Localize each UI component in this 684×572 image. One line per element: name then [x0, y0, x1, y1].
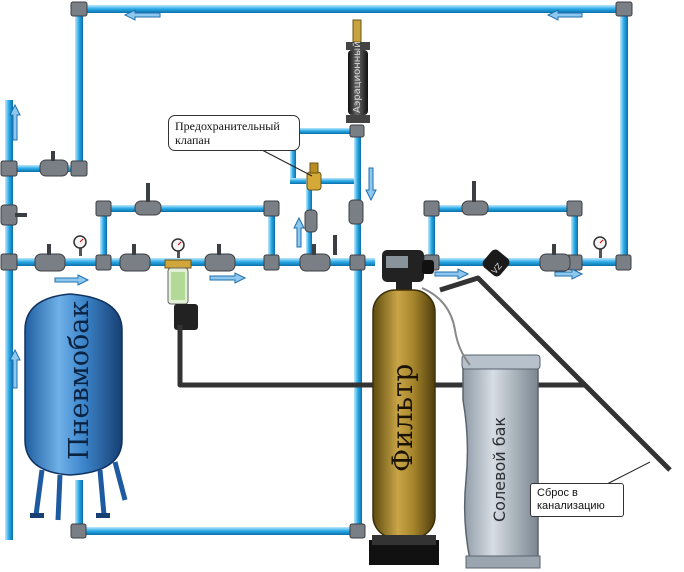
air-separator-label: Аэрационный: [352, 41, 363, 113]
brine-tank: [461, 354, 541, 569]
safety-valve-pointer: [261, 149, 313, 177]
arrow-down-icon: [365, 167, 377, 202]
pressure-tank: [24, 293, 128, 521]
pipe-fittings: [0, 1, 633, 539]
arrow-up-icon: [293, 216, 305, 248]
flow-meter: [482, 249, 510, 277]
air-separator: [346, 19, 370, 123]
arrow-right-icon: [209, 272, 247, 284]
drain-pointer: [604, 461, 651, 486]
arrow-right-icon: [54, 274, 90, 286]
pressure-gauge-left: [73, 235, 87, 256]
filter-label: Фильтр: [386, 363, 419, 472]
mechanical-filter: [164, 259, 198, 330]
pressure-gauge-filter: [171, 238, 185, 258]
flow-arrows: [9, 9, 584, 389]
arrow-up-icon: [9, 103, 21, 141]
arrow-right-icon: [554, 268, 584, 280]
valve-handles: [15, 151, 556, 255]
pressure-gauge-right: [593, 236, 607, 258]
pressure-tank-label: Пневмобак: [64, 300, 95, 460]
arrow-left-icon: [123, 9, 161, 21]
brine-line: [421, 287, 471, 366]
brine-tank-label: Солевой бак: [490, 416, 509, 522]
drain-callout: Сброс в канализацию: [530, 483, 624, 517]
safety-valve-callout: Предохранительный клапан: [168, 115, 300, 151]
arrow-right-icon: [434, 268, 470, 280]
filter-column: [369, 250, 439, 565]
safety-valve: [306, 162, 322, 191]
drain-pipe: [177, 275, 672, 472]
arrow-up-icon: [9, 348, 21, 389]
arrow-left-icon: [546, 9, 583, 21]
